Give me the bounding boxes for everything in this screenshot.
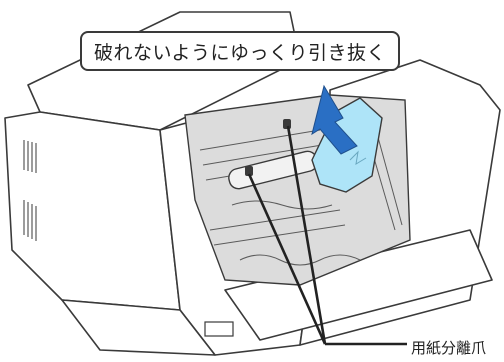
printer-base — [61, 299, 216, 356]
instruction-text: 破れないようにゆっくり引き抜く — [93, 41, 387, 64]
front-label-plate — [204, 321, 234, 337]
instruction-callout: 破れないようにゆっくり引き抜く — [80, 31, 400, 71]
leader-line-left — [247, 173, 327, 345]
separation-claw-label: 用紙分離爪 — [411, 339, 487, 357]
pull-arrow — [311, 84, 358, 155]
printer-left-side — [4, 111, 181, 311]
leader-line-right — [286, 125, 327, 345]
printer-open-door — [224, 229, 493, 341]
separation-claw-left — [245, 166, 253, 176]
